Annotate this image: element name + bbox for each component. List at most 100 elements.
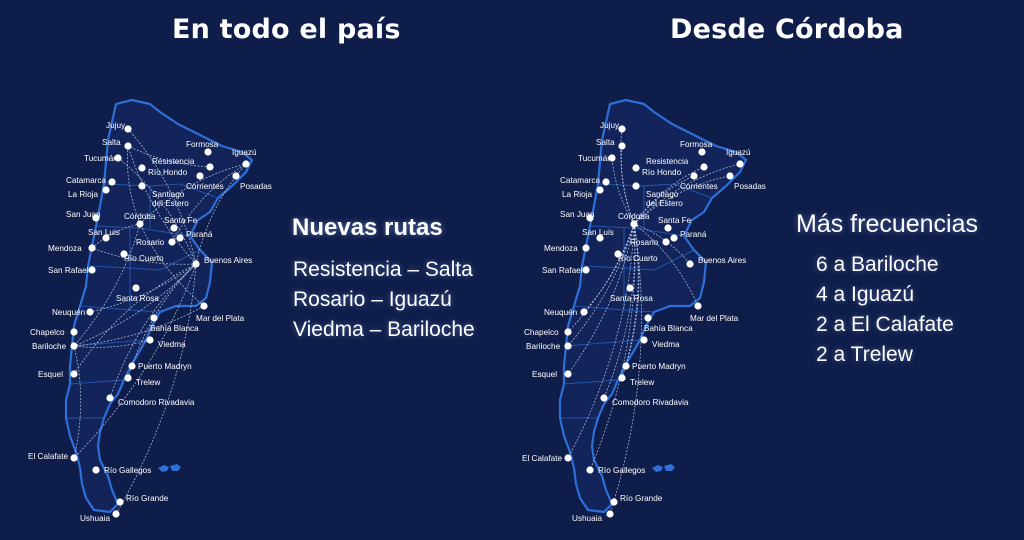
right-city-dot [582,266,590,274]
right-city-dot [736,160,744,168]
left-route-arc [91,247,197,265]
right-route-arc [620,128,635,225]
left-city-dot [176,234,184,242]
left-city-label: Jujuy [106,121,126,130]
right-city-dot [640,336,648,344]
left-city-dot [92,466,100,474]
right-city-dot [700,163,708,171]
left-city-dot [86,308,94,316]
left-route-arc [73,263,197,347]
new-route-item: Resistencia – Salta [293,258,473,281]
left-province-border [95,225,191,237]
more-frequencies-heading: Más frecuencias [796,210,979,238]
left-city-label: Córdoba [124,212,156,221]
right-route-arc [567,223,635,459]
left-city-label: Chapelco [30,328,65,337]
right-city-label: Posadas [734,182,766,191]
left-city-dot [192,260,200,268]
left-province-border [87,249,201,271]
right-city-label: Iguazú [726,148,751,157]
left-city-dot [206,163,214,171]
left-route-arc [109,263,197,399]
right-city-dot [630,220,638,228]
right-route-arc [603,223,636,399]
left-city-label: Formosa [186,140,219,149]
right-route-arc [567,223,635,375]
left-city-label: San Rafael [48,266,89,275]
left-province-border [103,183,219,199]
right-city-dot [596,234,604,242]
right-city-dot [726,172,734,180]
right-city-dot [686,260,694,268]
title-left: En todo el país [172,14,401,45]
right-city-label: San Rafael [542,266,583,275]
right-city-label: Viedma [652,340,680,349]
left-city-dot [150,314,158,322]
right-malvinas-islands [652,464,675,472]
left-route-arc [139,223,205,307]
left-city-label: Corrientes [186,182,224,191]
right-city-label: Esquel [532,370,557,379]
right-city-label: Chapelco [524,328,559,337]
right-city-dot [610,498,618,506]
frequency-item: 2 a Trelew [816,343,913,366]
right-city-dot [698,148,706,156]
right-city-dot [564,342,572,350]
left-city-dot [138,182,146,190]
left-route-arc [127,128,197,265]
left-city-label: Ushuaia [80,514,110,523]
right-argentina-map [558,98,748,514]
title-right: Desde Córdoba [670,14,904,45]
left-city-label: Trelew [136,378,160,387]
right-city-label: Córdoba [618,212,650,221]
left-route-arc [73,305,205,347]
left-city-label: Bariloche [32,342,67,351]
left-city-dot [196,172,204,180]
right-province-border [597,183,713,199]
left-city-dot [70,370,78,378]
right-city-dot [690,172,698,180]
left-city-label: El Calafate [28,452,68,461]
left-city-dot [124,142,132,150]
left-route-arc [89,263,197,313]
left-city-label: Iguazú [232,148,257,157]
left-route-arc [73,263,197,459]
left-city-label: Catamarca [66,176,106,185]
left-route-arc [195,163,247,265]
left-city-label: Río Grande [126,494,169,503]
left-city-dot [106,394,114,402]
right-city-label: Río Cuarto [618,254,658,263]
right-city-dot [564,328,572,336]
right-route-arc [633,175,731,225]
left-city-dot [204,148,212,156]
left-province-border [69,379,125,385]
left-route-arc [91,223,141,249]
left-route-arc [127,145,197,265]
new-routes-heading: Nuevas rutas [292,214,443,241]
left-city-dot [88,244,96,252]
left-city-label: San Juan [66,210,101,219]
right-city-dot [580,308,588,316]
right-city-label: Mendoza [544,244,578,253]
left-city-label: Rosario [136,238,165,247]
right-route-arc [567,223,635,347]
right-city-dot [670,234,678,242]
left-route-arc [171,163,247,243]
right-city-dot [632,182,640,190]
right-route-arc [633,163,741,225]
left-route-arc [117,157,197,265]
left-city-dot [132,284,140,292]
right-city-label: La Rioja [562,190,592,199]
left-route-arc [73,345,82,459]
left-city-label: Santa Rosa [116,294,159,303]
right-city-dot [582,244,590,252]
left-city-dot [112,510,120,518]
right-city-dot [622,362,630,370]
right-city-dot [644,314,652,322]
left-city-label: La Rioja [68,190,98,199]
